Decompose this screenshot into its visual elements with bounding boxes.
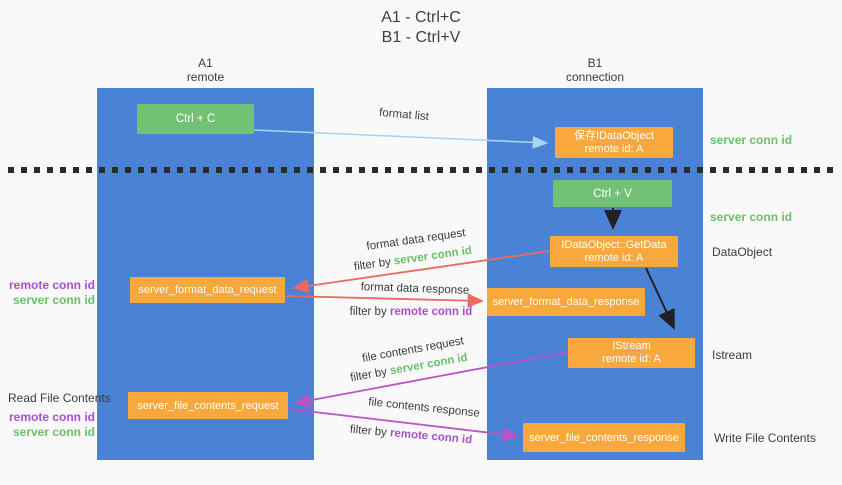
write-file-contents-label: Write File Contents: [714, 431, 816, 445]
server-format-data-response-label: server_format_data_response: [492, 296, 640, 308]
lane-a1-role: remote: [186, 70, 225, 84]
right-server-conn-id-label-1: server conn id: [710, 133, 793, 147]
lane-a1-name: A1: [198, 56, 213, 70]
filter-by-remote-conn-id-label-2: filter by remote conn id: [340, 423, 483, 447]
istream-box: IStream remote id: A: [568, 338, 695, 368]
title-line-1: A1 - Ctrl+C: [381, 9, 461, 26]
lane-header-b1-connection: B1 connection: [487, 56, 703, 84]
ctrl-c-label: Ctrl + C: [175, 113, 216, 125]
server-format-data-request-label: server_format_data_request: [138, 284, 277, 296]
remote-conn-id-value: remote conn id: [389, 427, 473, 447]
right-server-conn-id-label-2: server conn id: [710, 210, 793, 224]
diagram-title: A1 - Ctrl+C B1 - Ctrl+V: [0, 8, 842, 48]
istream-line2: remote id: A: [602, 353, 661, 365]
save-idataobject-box: 保存IDataObject remote id: A: [555, 127, 673, 158]
filter-by-remote-conn-id-label-1: filter by remote conn id: [340, 306, 482, 318]
idataobject-getdata-line2: remote id: A: [584, 251, 644, 264]
lane-b1-name: B1: [587, 56, 603, 70]
server-file-contents-request-label: server_file_contents_request: [137, 399, 279, 412]
istream-line1: IStream: [612, 340, 651, 352]
save-idataobject-line1: 保存IDataObject: [573, 129, 655, 142]
ctrl-c-box: Ctrl + C: [137, 104, 254, 134]
format-data-response-arrow: [285, 293, 484, 308]
format-data-response-label: format data response: [360, 281, 470, 297]
idataobject-getdata-line1: IDataObject::GetData: [561, 238, 667, 251]
server-format-data-request-box: server_format_data_request: [130, 277, 285, 303]
remote-conn-id-value: remote conn id: [389, 306, 473, 318]
format-list-label: format list: [378, 106, 430, 124]
idataobject-getdata-box: IDataObject::GetData remote id: A: [550, 236, 678, 267]
title-line-2: B1 - Ctrl+V: [381, 29, 461, 46]
filter-by-prefix: filter by: [349, 423, 391, 440]
filter-by-prefix: filter by: [353, 255, 395, 274]
server-file-contents-request-box: server_file_contents_request: [128, 392, 288, 419]
remote-conn-id-label: remote conn id: [8, 278, 95, 292]
lane-header-a1-remote: A1 remote: [97, 56, 314, 84]
istream-side-label: Istream: [712, 348, 753, 362]
server-file-contents-response-box: server_file_contents_response: [523, 423, 685, 452]
remote-conn-id-label: remote conn id: [8, 410, 95, 424]
save-idataobject-line2: remote id: A: [584, 142, 644, 155]
lane-b1-role: connection: [565, 70, 625, 84]
server-conn-id-value: server conn id: [393, 244, 473, 268]
server-conn-id-label: server conn id: [12, 293, 95, 307]
left-conn-id-labels-1: remote conn id server conn id: [0, 278, 95, 308]
ctrl-v-box: Ctrl + V: [553, 180, 672, 207]
filter-by-prefix: filter by: [349, 306, 390, 318]
filter-by-prefix: filter by: [349, 365, 392, 385]
phase-separator-dotted-line: [8, 167, 834, 173]
server-conn-id-label: server conn id: [12, 425, 95, 439]
server-format-data-response-box: server_format_data_response: [487, 288, 645, 316]
read-file-contents-label: Read File Contents: [8, 391, 111, 405]
ctrl-v-label: Ctrl + V: [593, 187, 632, 200]
file-contents-response-label: file contents response: [367, 396, 481, 420]
left-conn-id-labels-2: remote conn id server conn id: [0, 410, 95, 440]
dataobject-label: DataObject: [712, 245, 773, 259]
server-file-contents-response-label: server_file_contents_response: [529, 431, 679, 444]
